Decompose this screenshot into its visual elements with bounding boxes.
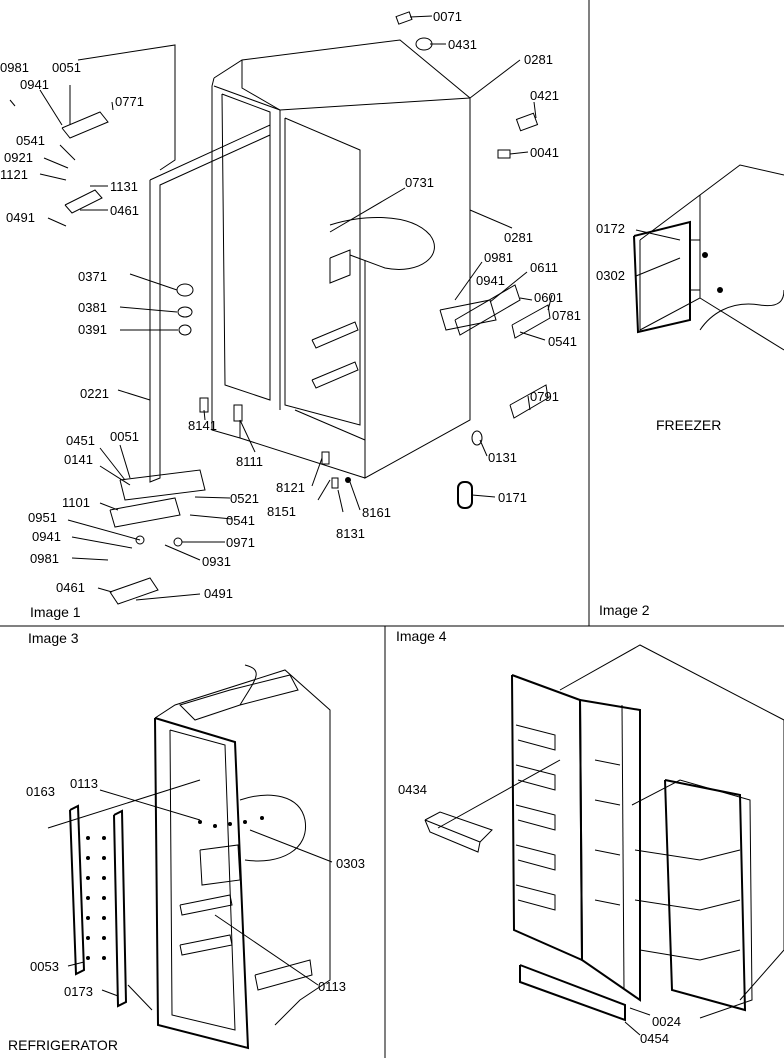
callout-label: 0381 <box>78 300 107 315</box>
image3-caption: Image 3 <box>28 630 79 646</box>
callout-label: 0521 <box>230 491 259 506</box>
callout-label: 0941 <box>476 273 505 288</box>
callout-label: 0981 <box>0 60 29 75</box>
callout-label: 0541 <box>226 513 255 528</box>
callout-label: 1121 <box>0 167 28 182</box>
callout-label: 0541 <box>16 133 45 148</box>
callout-label: 0131 <box>488 450 517 465</box>
callout-label: 0451 <box>66 433 95 448</box>
callout-label: 0171 <box>498 490 527 505</box>
callout-label: 0461 <box>110 203 139 218</box>
callout-label: 0113 <box>70 776 98 791</box>
leader-lines <box>9 15 553 601</box>
callout-label: 8131 <box>336 526 365 541</box>
image4-caption: Image 4 <box>396 628 447 644</box>
callout-label: 0971 <box>226 535 255 550</box>
callout-label: 0281 <box>504 230 533 245</box>
callout-label: 0791 <box>530 389 559 404</box>
screw-holes <box>86 816 264 960</box>
image3-title: REFRIGERATOR <box>8 1037 118 1053</box>
callout-label: 0454 <box>640 1031 669 1046</box>
callout-label: 8161 <box>362 505 391 520</box>
callout-label: 0951 <box>28 510 57 525</box>
callout-label: 0731 <box>405 175 434 190</box>
callout-label: 0391 <box>78 322 107 337</box>
callout-label: 0221 <box>80 386 109 401</box>
callout-label: 0303 <box>336 856 365 871</box>
callout-label: 0611 <box>530 260 558 275</box>
callout-label: 0371 <box>78 269 107 284</box>
door-bins-left <box>515 724 556 911</box>
callout-label: 0051 <box>52 60 81 75</box>
callout-label: 8121 <box>276 480 305 495</box>
callout-label: 0491 <box>6 210 35 225</box>
image1-drawing: 0071 0431 0281 0421 0041 0981 0051 0941 … <box>0 9 581 620</box>
callout-label: 0281 <box>524 52 553 67</box>
callout-label: 0941 <box>32 529 61 544</box>
image4-drawing: Image 4 0434 0024 0454 <box>396 628 784 1046</box>
image3-drawing: Image 3 0163 <box>8 630 365 1053</box>
image2-title: FREEZER <box>656 417 721 433</box>
image2-drawing: 0172 0302 FREEZER Image 2 <box>596 164 784 618</box>
callout-label: 0434 <box>398 782 427 797</box>
callout-label: 0051 <box>110 429 139 444</box>
callout-label: 0141 <box>64 452 93 467</box>
callout-label: 0941 <box>20 77 49 92</box>
callout-label: 0921 <box>4 150 33 165</box>
callout-label: 8151 <box>267 504 296 519</box>
callout-label: 0173 <box>64 984 93 999</box>
callout-label: 0172 <box>596 221 625 236</box>
callout-label: 0431 <box>448 37 477 52</box>
callout-label: 8111 <box>236 454 263 469</box>
callout-label: 0041 <box>530 145 559 160</box>
callout-label: 1101 <box>62 495 90 510</box>
callout-label: 0071 <box>433 9 462 24</box>
callout-label: 1131 <box>110 179 138 194</box>
callout-label: 0024 <box>652 1014 681 1029</box>
callout-label: 8141 <box>188 418 217 433</box>
callout-label: 0541 <box>548 334 577 349</box>
callout-label: 0981 <box>30 551 59 566</box>
callout-label: 0981 <box>484 250 513 265</box>
callout-label: 0931 <box>202 554 231 569</box>
callout-label: 0053 <box>30 959 59 974</box>
callout-label: 0771 <box>115 94 144 109</box>
image2-caption: Image 2 <box>599 602 650 618</box>
callout-label: 0781 <box>552 308 581 323</box>
callout-label: 0461 <box>56 580 85 595</box>
callout-label: 0113 <box>318 979 346 994</box>
callout-label: 0491 <box>204 586 233 601</box>
callout-label: 0302 <box>596 268 625 283</box>
callout-label: 0163 <box>26 784 55 799</box>
callout-label: 0601 <box>534 290 563 305</box>
callout-label: 0421 <box>530 88 559 103</box>
image1-caption: Image 1 <box>30 604 81 620</box>
